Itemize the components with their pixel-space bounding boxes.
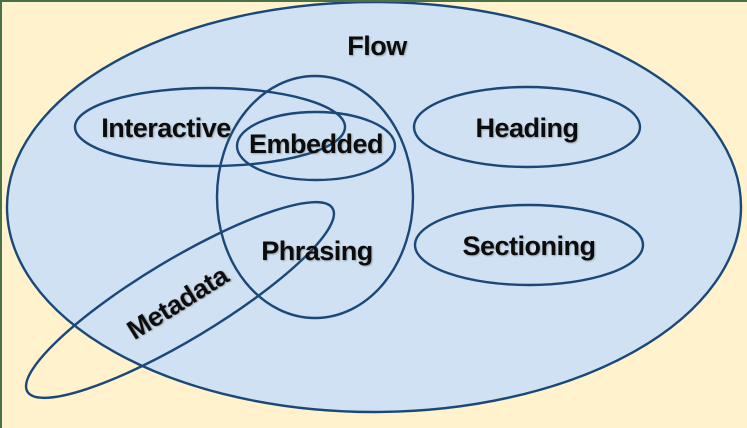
heading-label: Heading (475, 113, 578, 143)
embedded-label: Embedded (249, 129, 383, 159)
interactive-ellipse (73, 86, 347, 168)
metadata-ellipse (24, 200, 336, 400)
sectioning-ellipse (413, 203, 645, 287)
heading-ellipse (412, 85, 642, 169)
embedded-ellipse (235, 110, 397, 182)
sectioning-label: Sectioning (462, 231, 595, 261)
flow-label: Flow (347, 31, 408, 61)
phrasing-label: Phrasing (261, 236, 373, 266)
phrasing-ellipse (215, 74, 415, 320)
flow-ellipse (5, 2, 743, 414)
interactive-label: Interactive (101, 113, 231, 143)
